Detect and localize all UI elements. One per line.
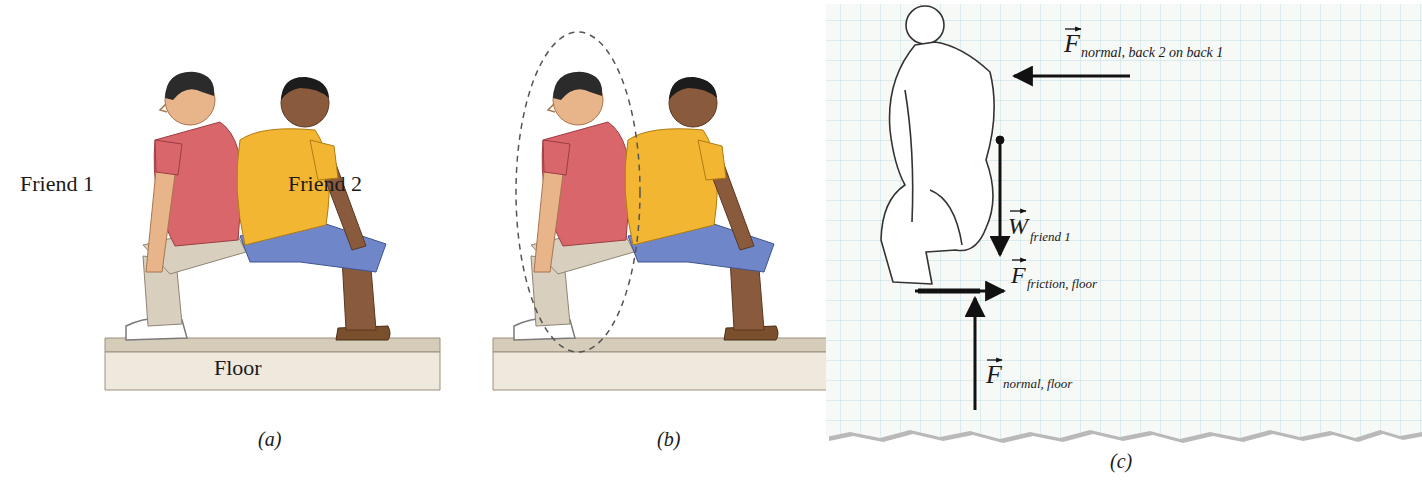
person-label: Friend 1 bbox=[20, 172, 94, 196]
panel-letter: (c) bbox=[1110, 450, 1132, 472]
panel-letter: (b) bbox=[657, 428, 680, 450]
force-subscript: normal, back 2 on back 1 bbox=[1081, 45, 1223, 60]
free-body-sketch bbox=[881, 6, 994, 284]
force-subscript: friction, floor bbox=[1027, 277, 1097, 291]
force-arrows bbox=[915, 76, 1130, 410]
force-subscript: friend 1 bbox=[1030, 230, 1071, 244]
force-symbol: F bbox=[1011, 262, 1026, 288]
vector-accents bbox=[987, 29, 1081, 360]
system-boundary bbox=[516, 32, 640, 352]
force-symbol: F bbox=[986, 361, 1002, 390]
friends-illustration bbox=[493, 32, 828, 390]
graph-paper bbox=[826, 4, 1422, 443]
friends-illustration bbox=[105, 72, 440, 390]
force-subscript: normal, floor bbox=[1003, 377, 1072, 391]
force-symbol: W bbox=[1008, 213, 1028, 239]
person-label: Friend 2 bbox=[288, 172, 362, 196]
surface-label: Floor bbox=[214, 356, 262, 380]
force-symbol: F bbox=[1064, 30, 1080, 59]
panel-letter: (a) bbox=[258, 428, 281, 450]
